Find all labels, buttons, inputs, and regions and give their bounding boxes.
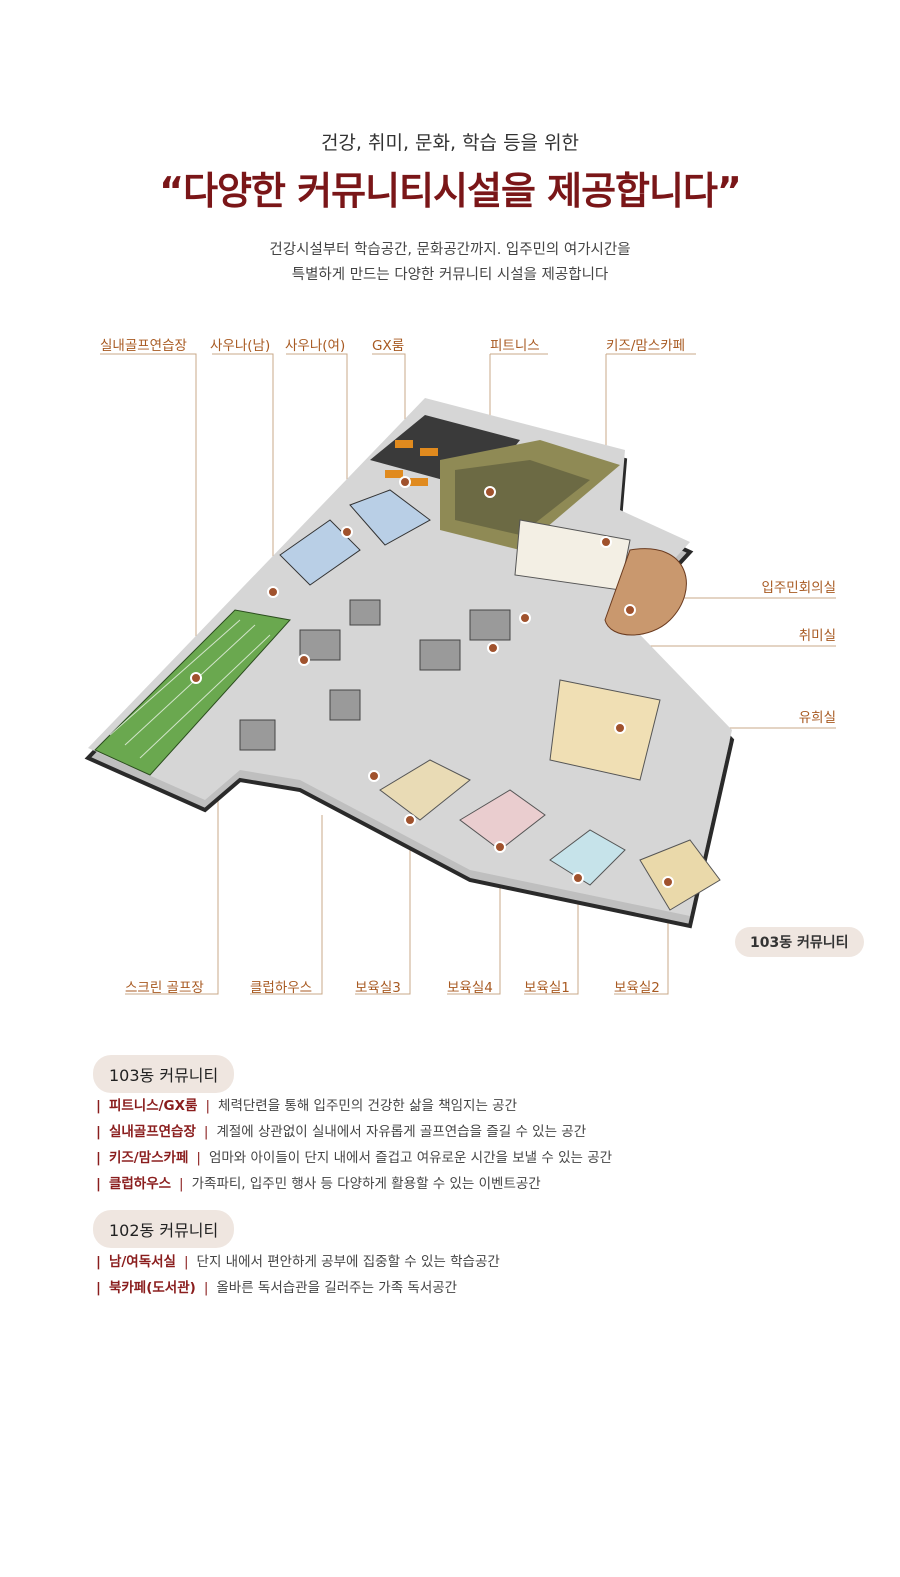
label-sauna-women: 사우나(여) [285,338,346,354]
label-nursery-1: 보육실1 [524,980,570,996]
label-nursery-2: 보육실2 [614,980,660,996]
item-desc: 올바른 독서습관을 길러주는 가족 독서공간 [216,1280,458,1296]
item-desc: 가족파티, 입주민 행사 등 다양하게 활용할 수 있는 이벤트공간 [191,1176,541,1192]
intro-line-1: 건강시설부터 학습공간, 문화공간까지. 입주민의 여가시간을 [269,242,631,258]
item-name: 북카페(도서관) [108,1280,196,1296]
item-name: 클럽하우스 [108,1176,172,1192]
item-name: 실내골프연습장 [108,1124,196,1140]
section-102-title: 102동 커뮤니티 [93,1210,235,1248]
intro-description: 건강시설부터 학습공간, 문화공간까지. 입주민의 여가시간을 특별하게 만드는… [0,238,900,288]
label-meeting-room: 입주민회의실 [761,580,836,596]
list-item: |실내골프연습장|계절에 상관없이 실내에서 자유롭게 골프연습을 즐길 수 있… [96,1124,587,1140]
item-name: 남/여독서실 [108,1254,176,1270]
page-headline: “다양한 커뮤니티시설을 제공합니다” [159,169,742,213]
label-fitness: 피트니스 [490,338,540,354]
item-desc: 엄마와 아이들이 단지 내에서 즐겁고 여유로운 시간을 보낼 수 있는 공간 [208,1150,613,1166]
section-103-title: 103동 커뮤니티 [93,1055,235,1093]
item-name: 피트니스/GX룸 [108,1098,198,1114]
item-desc: 체력단련을 통해 입주민의 건강한 삶을 책임지는 공간 [218,1098,518,1114]
list-item: |피트니스/GX룸|체력단련을 통해 입주민의 건강한 삶을 책임지는 공간 [96,1098,518,1114]
section-103-list: |피트니스/GX룸|체력단련을 통해 입주민의 건강한 삶을 책임지는 공간 |… [96,1093,612,1197]
label-nursery-3: 보육실3 [355,980,401,996]
label-clubhouse: 클럽하우스 [250,980,313,996]
building-footprint [84,398,735,929]
label-playroom: 유희실 [798,710,836,726]
intro-line-2: 특별하게 만드는 다양한 커뮤니티 시설을 제공합니다 [291,267,609,283]
item-desc: 계절에 상관없이 실내에서 자유롭게 골프연습을 즐길 수 있는 공간 [216,1124,587,1140]
list-item: |남/여독서실|단지 내에서 편안하게 공부에 집중할 수 있는 학습공간 [96,1254,500,1270]
building-103-tag: 103동 커뮤니티 [735,927,864,957]
label-indoor-golf: 실내골프연습장 [100,338,187,354]
item-desc: 단지 내에서 편안하게 공부에 집중할 수 있는 학습공간 [196,1254,500,1270]
community-floor-plan [84,353,836,995]
section-102-list: |남/여독서실|단지 내에서 편안하게 공부에 집중할 수 있는 학습공간 |북… [96,1249,500,1301]
label-sauna-men: 사우나(남) [210,338,271,354]
map-markers [190,476,674,888]
subtitle: 건강, 취미, 문화, 학습 등을 위한 [320,132,580,154]
list-item: |키즈/맘스카페|엄마와 아이들이 단지 내에서 즐겁고 여유로운 시간을 보낼… [96,1150,613,1166]
label-nursery-4: 보육실4 [447,980,493,996]
label-screen-golf: 스크린 골프장 [125,980,204,996]
label-kids-cafe: 키즈/맘스카페 [606,338,686,354]
label-gx-room: GX룸 [372,338,405,354]
list-item: |클럽하우스|가족파티, 입주민 행사 등 다양하게 활용할 수 있는 이벤트공… [96,1176,541,1192]
label-hobby-room: 취미실 [798,628,836,644]
list-item: |북카페(도서관)|올바른 독서습관을 길러주는 가족 독서공간 [96,1280,458,1296]
item-name: 키즈/맘스카페 [108,1150,189,1166]
